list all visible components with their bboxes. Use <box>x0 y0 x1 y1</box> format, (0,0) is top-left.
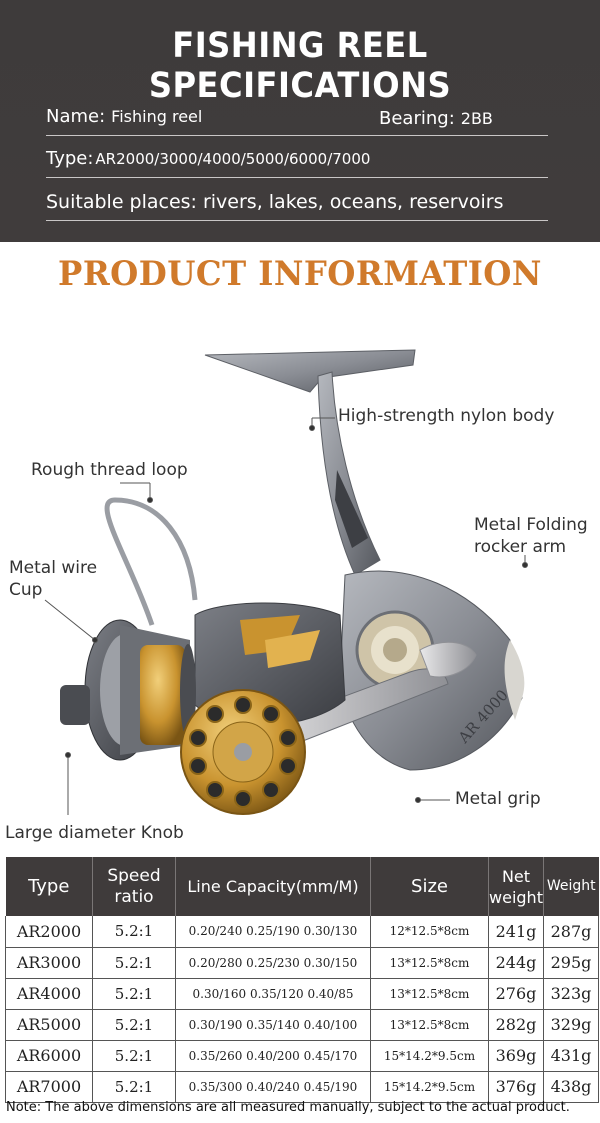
cell-net-weight: 282g <box>488 1009 544 1041</box>
callout-wire-cup-line2: Cup <box>9 580 43 600</box>
cell-net-weight: 241g <box>488 916 544 948</box>
callout-thread-loop: Rough thread loop <box>31 460 188 480</box>
header-size: Size <box>370 857 489 916</box>
callout-rocker-arm-line2: rocker arm <box>474 537 567 557</box>
cell-net-weight: 376g <box>488 1071 544 1103</box>
cell-ratio: 5.2:1 <box>92 978 176 1010</box>
cell-line-capacity: 0.35/300 0.40/240 0.45/190 <box>175 1071 371 1103</box>
callout-metal-grip: Metal grip <box>455 789 541 809</box>
product-information-title: PRODUCT INFORMATION <box>58 254 542 294</box>
cell-size: 13*12.5*8cm <box>370 978 489 1010</box>
spec-row-places: Suitable places:rivers, lakes, oceans, r… <box>46 191 548 221</box>
handle-grip <box>419 641 477 678</box>
cell-type: AR2000 <box>5 916 93 948</box>
cell-weight: 431g <box>543 1040 599 1072</box>
cell-type: AR7000 <box>5 1071 93 1103</box>
cell-size: 13*12.5*8cm <box>370 947 489 979</box>
header-line-capacity: Line Capacity(mm/M) <box>175 857 371 916</box>
cell-size: 12*12.5*8cm <box>370 916 489 948</box>
cell-ratio: 5.2:1 <box>92 1009 176 1041</box>
places-value: rivers, lakes, oceans, reservoirs <box>202 191 504 213</box>
callout-wire-cup: Metal wire Cup <box>9 557 97 601</box>
header-speed-ratio: Speed ratio <box>92 857 176 916</box>
header-weight: Weight <box>543 857 599 916</box>
knob-holes <box>189 696 297 808</box>
table-row: AR7000 5.2:1 0.35/300 0.40/240 0.45/190 … <box>5 1071 599 1103</box>
table-row: AR2000 5.2:1 0.20/240 0.25/190 0.30/130 … <box>5 916 599 948</box>
header-speed-ratio-line2: ratio <box>114 886 154 907</box>
name-label: Name: <box>46 106 106 127</box>
cell-size: 15*14.2*9.5cm <box>370 1071 489 1103</box>
table-row: AR3000 5.2:1 0.20/280 0.25/230 0.30/150 … <box>5 947 599 979</box>
cell-weight: 329g <box>543 1009 599 1041</box>
callout-rocker-arm: Metal Folding rocker arm <box>474 514 588 558</box>
callout-lines <box>44 417 528 815</box>
cell-weight: 323g <box>543 978 599 1010</box>
cell-ratio: 5.2:1 <box>92 947 176 979</box>
specification-table: Type Speed ratio Line Capacity(mm/M) Siz… <box>5 857 599 1103</box>
callout-wire-cup-line1: Metal wire <box>9 558 98 578</box>
cell-line-capacity: 0.20/240 0.25/190 0.30/130 <box>175 916 371 948</box>
cell-type: AR3000 <box>5 947 93 979</box>
callout-rocker-arm-line1: Metal Folding <box>474 515 588 535</box>
cell-weight: 438g <box>543 1071 599 1103</box>
spec-row-type: Type:AR2000/3000/4000/5000/6000/7000 <box>46 148 548 178</box>
cell-weight: 287g <box>543 916 599 948</box>
cell-size: 13*12.5*8cm <box>370 1009 489 1041</box>
cell-ratio: 5.2:1 <box>92 916 176 948</box>
spec-row-name: Name: Fishing reel <box>46 106 548 136</box>
type-value: AR2000/3000/4000/5000/6000/7000 <box>95 150 371 168</box>
spec-row-bearing: Bearing: 2BB <box>379 108 493 129</box>
specifications-panel: FISHING REEL SPECIFICATIONS <box>0 0 600 242</box>
cell-line-capacity: 0.30/190 0.35/140 0.40/100 <box>175 1009 371 1041</box>
cell-size: 15*14.2*9.5cm <box>370 1040 489 1072</box>
specifications-title: FISHING REEL SPECIFICATIONS <box>148 26 452 106</box>
spool-gold-band <box>140 645 185 745</box>
header-net-weight-line2: weight <box>489 887 543 907</box>
cell-ratio: 5.2:1 <box>92 1071 176 1103</box>
callout-knob: Large diameter Knob <box>5 823 184 843</box>
bearing-value: 2BB <box>460 109 493 128</box>
bearing-label: Bearing: <box>379 108 455 129</box>
header-net-weight-line1: Net <box>501 866 531 886</box>
cell-net-weight: 244g <box>488 947 544 979</box>
callout-nylon-body: High-strength nylon body <box>338 406 555 426</box>
places-label: Suitable places: <box>46 191 197 213</box>
type-label: Type: <box>46 148 94 169</box>
reel-stem-window <box>335 470 368 548</box>
reel-foot <box>204 349 416 393</box>
reel-body-end <box>504 640 525 720</box>
fishing-reel-image: AR 4000 <box>44 349 528 815</box>
reel-stem <box>317 371 381 576</box>
cell-ratio: 5.2:1 <box>92 1040 176 1072</box>
cell-type: AR4000 <box>5 978 93 1010</box>
cell-line-capacity: 0.30/160 0.35/120 0.40/85 <box>175 978 371 1010</box>
cell-type: AR5000 <box>5 1009 93 1041</box>
header-type: Type <box>5 857 93 916</box>
bail-wire <box>104 497 198 626</box>
table-row: AR5000 5.2:1 0.30/190 0.35/140 0.40/100 … <box>5 1009 599 1041</box>
table-row: AR6000 5.2:1 0.35/260 0.40/200 0.45/170 … <box>5 1040 599 1072</box>
cell-net-weight: 369g <box>488 1040 544 1072</box>
name-value: Fishing reel <box>111 107 203 126</box>
header-speed-ratio-line1: Speed <box>107 865 161 886</box>
cell-line-capacity: 0.20/280 0.25/230 0.30/150 <box>175 947 371 979</box>
cell-type: AR6000 <box>5 1040 93 1072</box>
cell-net-weight: 276g <box>488 978 544 1010</box>
drag-knob <box>60 685 90 725</box>
cell-weight: 295g <box>543 947 599 979</box>
cell-line-capacity: 0.35/260 0.40/200 0.45/170 <box>175 1040 371 1072</box>
table-header: Type Speed ratio Line Capacity(mm/M) Siz… <box>5 857 599 916</box>
table-row: AR4000 5.2:1 0.30/160 0.35/120 0.40/85 1… <box>5 978 599 1010</box>
measurement-note: Note: The above dimensions are all measu… <box>6 1100 570 1115</box>
header-net-weight: Net weight <box>488 857 544 916</box>
